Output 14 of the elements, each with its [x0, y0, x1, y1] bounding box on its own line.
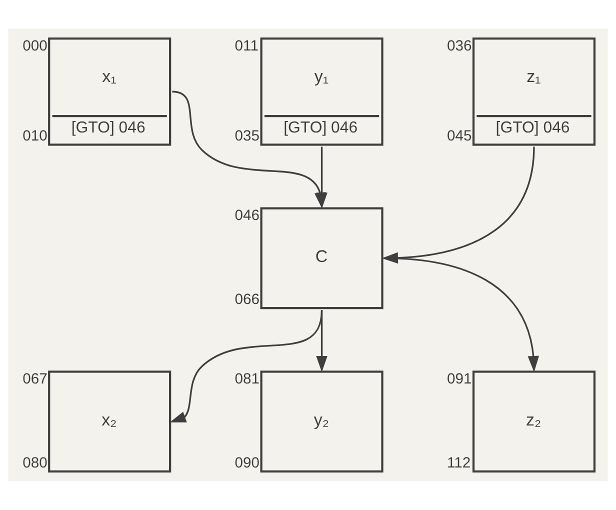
node-label: 045 [446, 128, 472, 145]
node-label: 010 [22, 128, 48, 145]
node-label: 067 [22, 372, 48, 388]
node-label: 090 [234, 455, 260, 472]
node-label: 011 [234, 38, 258, 54]
node-label: 112 [446, 455, 471, 472]
node-label: 046 [234, 208, 260, 224]
node-label: 080 [22, 455, 48, 472]
node-label: 000 [22, 38, 48, 54]
node-label: 035 [234, 128, 260, 145]
node-label: 036 [446, 38, 472, 54]
node-label: 091 [446, 372, 472, 388]
node-label: 066 [234, 292, 260, 308]
node-label: 081 [234, 372, 260, 388]
